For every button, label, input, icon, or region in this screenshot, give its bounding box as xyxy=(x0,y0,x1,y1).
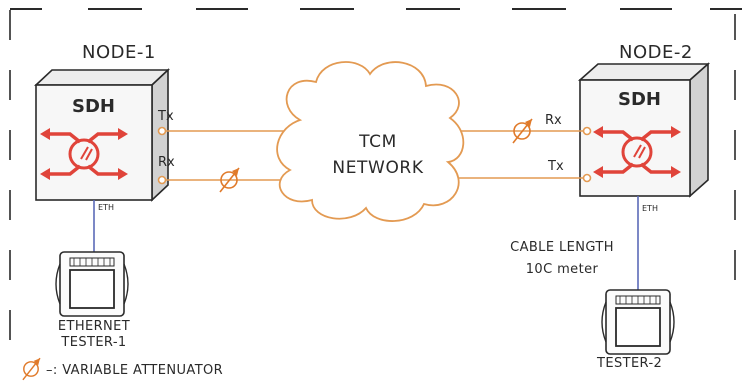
cable-length-value: 10C meter xyxy=(525,262,599,277)
node-2-tx-port xyxy=(582,173,592,183)
network-label-line2: NETWORK xyxy=(332,158,424,178)
node-1-tx-label: Tx xyxy=(158,109,174,124)
legend-text: –: VARIABLE ATTENUATOR xyxy=(46,363,224,378)
node-1-rx-port xyxy=(157,175,167,185)
tester-1-label-line2: TESTER-1 xyxy=(61,335,127,350)
tester-1-label-line1: ETHERNET xyxy=(57,319,131,334)
network-cloud xyxy=(276,61,465,222)
node-1-box xyxy=(33,68,171,202)
network-label-line1: TCM xyxy=(359,132,397,152)
node-1-device-label: SDH xyxy=(72,96,115,117)
node-2-eth-label: ETH xyxy=(642,204,658,213)
node-1-title: NODE-1 xyxy=(82,42,156,63)
node-2-title: NODE-2 xyxy=(619,42,693,63)
node-1-tx-port xyxy=(157,126,167,136)
cable-length-label: CABLE LENGTH xyxy=(510,240,614,255)
node-2-rx-label: Rx xyxy=(545,113,562,128)
tester-2-label: TESTER-2 xyxy=(597,356,663,371)
frame-dashes xyxy=(9,8,742,340)
node-1-rx-label: Rx xyxy=(158,155,175,170)
legend-attenuator-icon xyxy=(22,357,41,381)
node-2-device-label: SDH xyxy=(618,89,661,110)
node-2-rx-port xyxy=(582,126,592,136)
ethernet-tester-2 xyxy=(601,289,675,355)
node-1-eth-label: ETH xyxy=(98,203,114,212)
node-2-tx-label: Tx xyxy=(548,159,564,174)
ethernet-tester-1 xyxy=(55,251,129,317)
